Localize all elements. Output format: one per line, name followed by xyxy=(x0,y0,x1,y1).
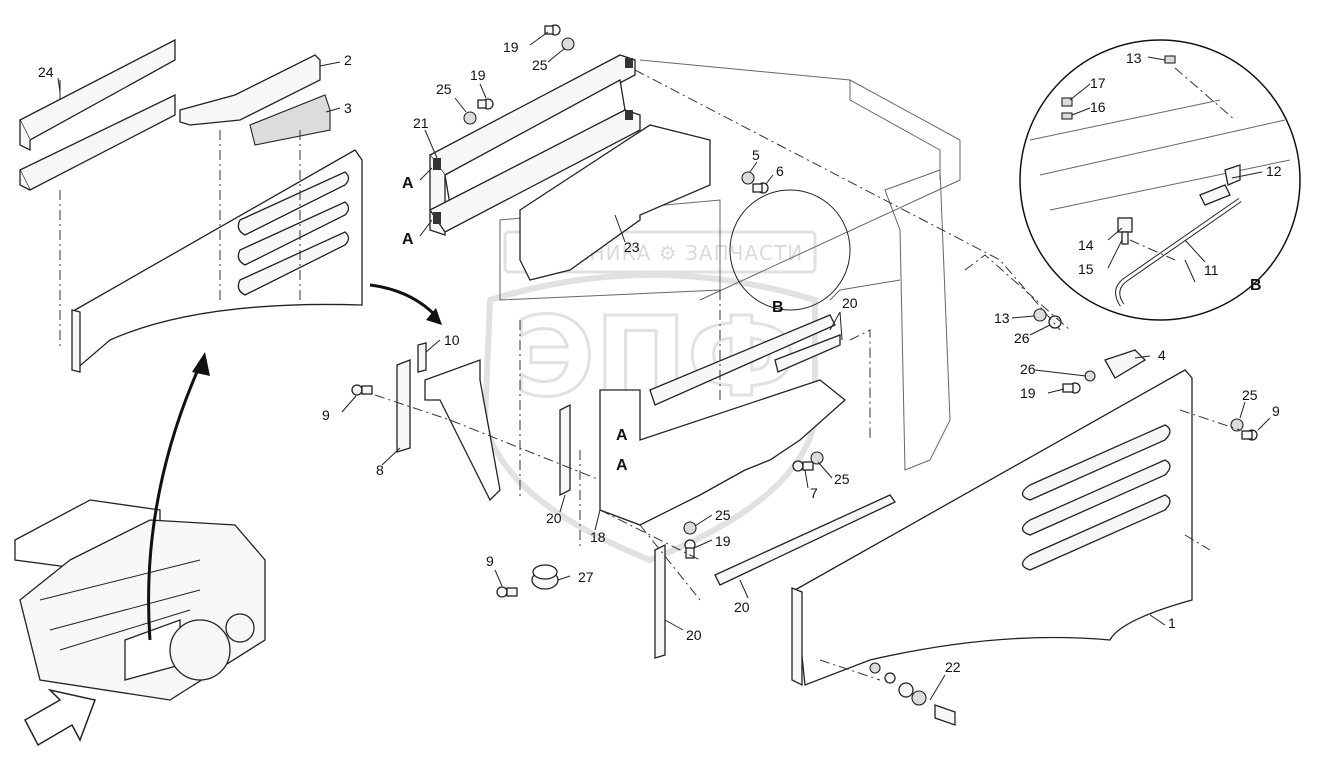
callout-a-3: A xyxy=(616,427,628,444)
callout-26-upper: 26 xyxy=(1014,330,1030,346)
callout-2: 2 xyxy=(344,52,352,68)
paver-machine-icon xyxy=(14,499,266,701)
part-21-bracket xyxy=(429,54,641,236)
callout-19-upper: 19 xyxy=(470,67,486,83)
callout-a-1: A xyxy=(402,175,414,192)
fasteners xyxy=(351,24,1258,726)
callout-20-bottom: 20 xyxy=(686,627,702,643)
callout-19-right: 19 xyxy=(1020,385,1036,401)
callout-15: 15 xyxy=(1078,261,1094,277)
callout-24: 24 xyxy=(38,64,54,80)
callout-18: 18 xyxy=(590,529,606,545)
callout-5: 5 xyxy=(752,147,760,163)
part-1-side-panel xyxy=(791,369,1193,687)
callout-19-top: 19 xyxy=(503,39,519,55)
callout-26-lower: 26 xyxy=(1020,361,1036,377)
detail-b-circle xyxy=(729,39,1301,321)
callout-21: 21 xyxy=(413,115,429,131)
part-18-tray xyxy=(599,379,847,526)
callout-19-lower: 19 xyxy=(715,533,731,549)
callout-3: 3 xyxy=(344,100,352,116)
callout-25-upper: 25 xyxy=(436,81,452,97)
callout-7: 7 xyxy=(810,485,818,501)
part-20-strips xyxy=(559,314,896,659)
callout-1: 1 xyxy=(1168,615,1176,631)
callout-25-mid: 25 xyxy=(834,471,850,487)
callout-25-top: 25 xyxy=(532,57,548,73)
callout-16: 16 xyxy=(1090,99,1106,115)
dashed-assembly-lines-left xyxy=(59,130,301,350)
callout-8: 8 xyxy=(376,462,384,478)
callout-25-lower: 25 xyxy=(715,507,731,523)
callout-b-main: B xyxy=(772,299,784,316)
left-side-panel xyxy=(71,149,363,373)
callout-17: 17 xyxy=(1090,75,1106,91)
part-24-strip xyxy=(19,38,176,191)
part-3-plate xyxy=(249,94,331,146)
callout-a-4: A xyxy=(616,457,628,474)
part-2-bracket xyxy=(179,54,321,126)
callout-9-right: 9 xyxy=(1272,403,1280,419)
callout-13-detail: 13 xyxy=(1126,50,1142,66)
callout-9-lower: 9 xyxy=(486,553,494,569)
callout-25-right: 25 xyxy=(1242,387,1258,403)
callout-11: 11 xyxy=(1204,262,1219,278)
part-10-8-brackets xyxy=(396,342,501,502)
callout-labels: 24 2 3 19 25 25 19 21 A A 5 6 23 13 17 1… xyxy=(38,39,1282,675)
callout-23: 23 xyxy=(624,239,640,255)
callout-b-detail: B xyxy=(1250,277,1262,294)
callout-10: 10 xyxy=(444,332,460,348)
callout-14: 14 xyxy=(1078,237,1094,253)
callout-4: 4 xyxy=(1158,347,1166,363)
callout-20-left: 20 xyxy=(546,510,562,526)
large-outline-arrow-icon xyxy=(24,688,97,747)
callout-6: 6 xyxy=(776,163,784,179)
callout-20-top: 20 xyxy=(842,295,858,311)
callout-a-2: A xyxy=(402,231,414,248)
part-23-cover xyxy=(519,124,711,281)
curved-pointer-arrows xyxy=(147,283,442,641)
callout-20-strip: 20 xyxy=(734,599,750,615)
callout-12: 12 xyxy=(1266,163,1282,179)
callout-13-right: 13 xyxy=(994,310,1010,326)
dashed-assembly-lines xyxy=(374,67,1241,681)
callout-9-left: 9 xyxy=(322,407,330,423)
callout-27: 27 xyxy=(578,569,594,585)
callout-22: 22 xyxy=(945,659,961,675)
leader-lines xyxy=(57,31,1271,701)
